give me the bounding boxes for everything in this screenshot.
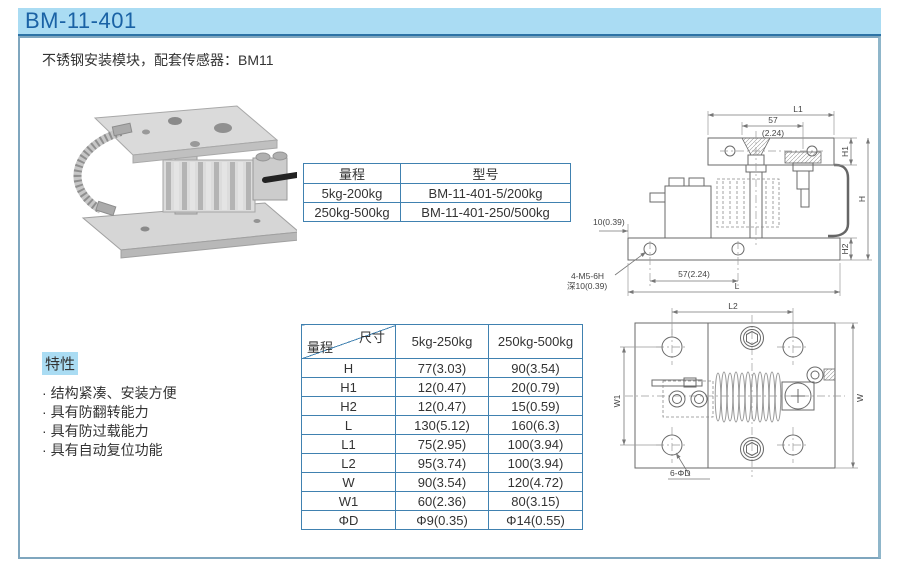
dim-label-w1: W1 [612, 394, 622, 407]
dim-label: H2 [301, 396, 396, 416]
column-header: 5kg-250kg [395, 324, 489, 359]
dim-label-57-bottom: 57(2.24) [678, 269, 710, 279]
features-section: 特性 ·结构紧凑、安装方便 ·具有防翻转能力 ·具有防过载能力 ·具有自动复位功… [42, 352, 177, 460]
column-header: 量程 [303, 163, 401, 184]
dim-label-h2: H2 [840, 243, 850, 254]
dim-value: 120(4.72) [488, 472, 583, 492]
column-header: 250kg-500kg [488, 324, 583, 359]
photo-cable [262, 172, 297, 183]
dim-value: 80(3.15) [488, 491, 583, 511]
feature-text: 具有防过载能力 [50, 423, 149, 439]
corner-label-range: 量程 [307, 340, 334, 355]
dim-label-57-in: (2.24) [762, 128, 784, 138]
content-area: 不锈钢安装模块，配套传感器：BM11 [18, 36, 881, 559]
dim-value: 130(5.12) [395, 415, 489, 435]
photo-base-plate [81, 202, 297, 259]
model-cell: BM-11-401-5/200kg [400, 183, 571, 203]
dim-label-edge: 10(0.39) [593, 217, 625, 227]
dim-value: 77(3.03) [395, 358, 489, 378]
page-title-bar: BM-11-401 [18, 8, 881, 36]
model-cell: BM-11-401-250/500kg [400, 202, 571, 222]
dim-label: W [301, 472, 396, 492]
dim-value: 12(0.47) [395, 377, 489, 397]
photo-load-cell [162, 151, 288, 215]
table-row: 5kg-200kg BM-11-401-5/200kg [303, 183, 571, 203]
dim-value: 90(3.54) [488, 358, 583, 378]
dim-value: 12(0.47) [395, 396, 489, 416]
feature-item: ·具有防翻转能力 [42, 403, 177, 422]
model-table: 量程 型号 5kg-200kg BM-11-401-5/200kg 250kg-… [303, 163, 571, 222]
dim-value: 15(0.59) [488, 396, 583, 416]
column-header: 型号 [400, 163, 571, 184]
dim-label-l2: L2 [728, 301, 738, 311]
table-row: 250kg-500kg BM-11-401-250/500kg [303, 202, 571, 222]
range-cell: 250kg-500kg [303, 202, 401, 222]
side-view-drawing: L1 57 (2.24) H1 H H2 10(0.39) 4-M5-6H [567, 104, 872, 296]
dim-label: ΦD [301, 510, 396, 530]
dim-label: L2 [301, 453, 396, 473]
dim-label: W1 [301, 491, 396, 511]
feature-text: 结构紧凑、安装方便 [50, 385, 177, 401]
hex-bolt [740, 437, 764, 461]
dim-label: L1 [301, 434, 396, 454]
hex-bolt [740, 326, 764, 350]
dim-value: 160(6.3) [488, 415, 583, 435]
photo-ground-strap [73, 122, 133, 217]
corner-label-size: 尺寸 [358, 330, 385, 345]
dim-label-l: L [735, 281, 740, 291]
product-description: 不锈钢安装模块，配套传感器：BM11 [42, 52, 274, 68]
dim-label: H1 [301, 377, 396, 397]
dim-label-h: H [857, 196, 867, 202]
dim-label-w: W [855, 394, 865, 402]
feature-item: ·具有自动复位功能 [42, 441, 177, 460]
top-view-drawing: L2 W1 W 6-ΦD [612, 301, 865, 480]
dim-value: 20(0.79) [488, 377, 583, 397]
feature-item: ·具有防过载能力 [42, 422, 177, 441]
bullet: · [42, 385, 47, 401]
dim-label-57: 57 [768, 115, 778, 125]
bellows [714, 371, 782, 423]
bullet: · [42, 442, 47, 458]
dim-label-tap2: 深10(0.39) [567, 281, 607, 291]
features-title: 特性 [42, 352, 79, 375]
dim-label-l1: L1 [793, 104, 803, 114]
dim-value: 90(3.54) [395, 472, 489, 492]
dim-value: Φ9(0.35) [395, 510, 489, 530]
photo-top-plate [93, 105, 279, 164]
dim-value: 100(3.94) [488, 453, 583, 473]
dim-value: 100(3.94) [488, 434, 583, 454]
product-photo [73, 105, 297, 259]
dim-label-holes: 6-ΦD [670, 468, 690, 478]
table-row: 量程 型号 [303, 163, 571, 184]
page-title: BM-11-401 [25, 8, 137, 33]
dim-value: 60(2.36) [395, 491, 489, 511]
feature-item: ·结构紧凑、安装方便 [42, 384, 177, 403]
diagonal-header-cell: 尺寸 量程 [301, 324, 396, 359]
dim-value: 95(3.74) [395, 453, 489, 473]
feature-text: 具有防翻转能力 [50, 404, 149, 420]
bullet: · [42, 423, 47, 439]
feature-text: 具有自动复位功能 [50, 442, 163, 458]
bullet: · [42, 404, 47, 420]
dim-value: 75(2.95) [395, 434, 489, 454]
table-row: 尺寸 量程 5kg-250kg 250kg-500kg [301, 324, 583, 359]
dim-value: Φ14(0.55) [488, 510, 583, 530]
range-cell: 5kg-200kg [303, 183, 401, 203]
dim-label: L [301, 415, 396, 435]
dim-label-h1: H1 [840, 146, 850, 157]
dim-label: H [301, 358, 396, 378]
dim-label-tap1: 4-M5-6H [571, 271, 604, 281]
